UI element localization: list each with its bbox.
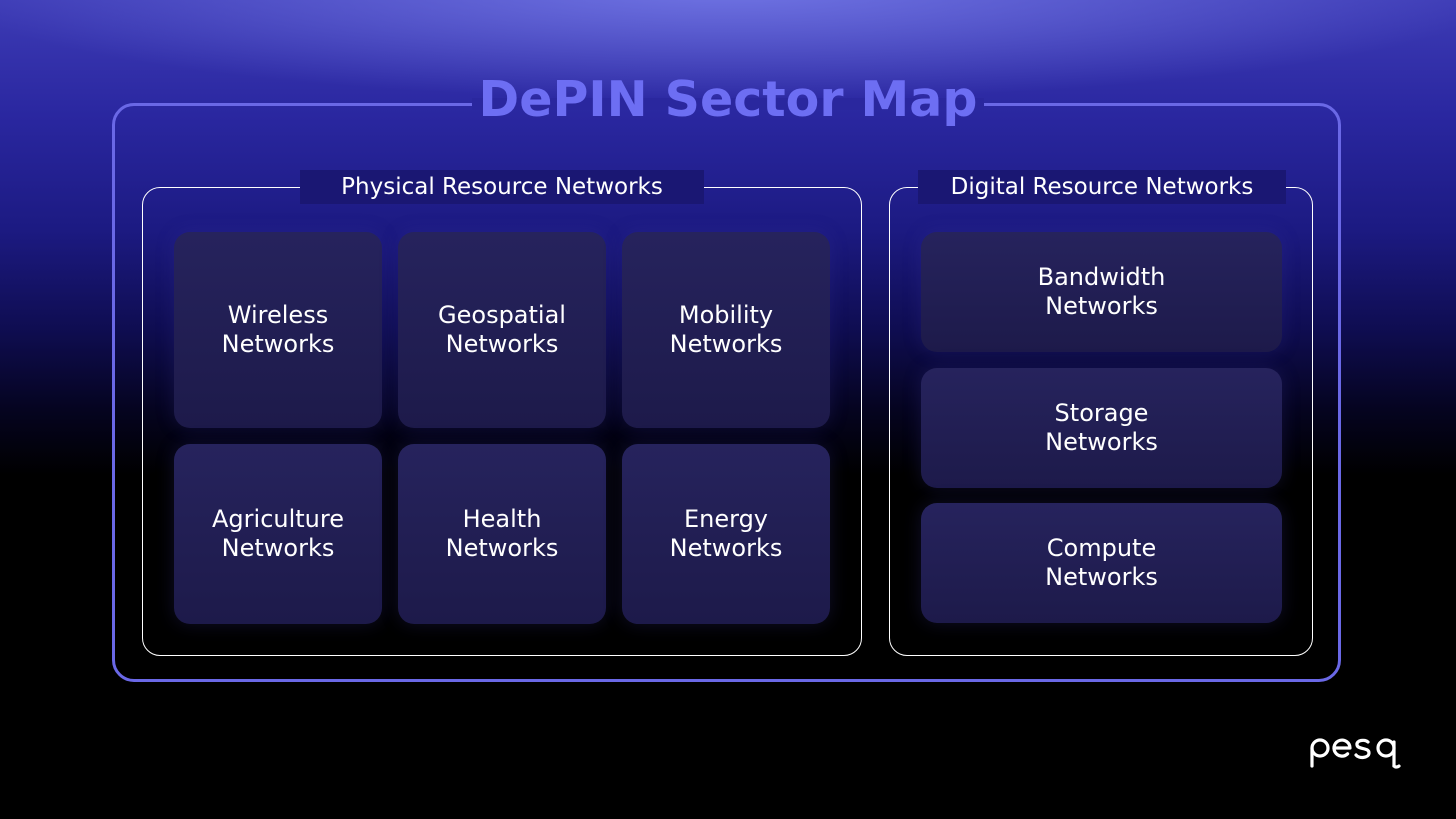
tile-wireless-networks: Wireless Networks [174, 232, 382, 428]
page-title: DePIN Sector Map [478, 71, 978, 128]
tile-energy-networks: Energy Networks [622, 444, 830, 624]
brand-logo [1310, 738, 1401, 769]
tile-label: Energy Networks [669, 505, 783, 562]
physical-section-title: Physical Resource Networks [300, 170, 704, 204]
tile-bandwidth-networks: Bandwidth Networks [921, 232, 1282, 352]
tile-compute-networks: Compute Networks [921, 503, 1282, 623]
tile-agriculture-networks: Agriculture Networks [174, 444, 382, 624]
tile-label: Agriculture Networks [212, 505, 344, 562]
digital-section-title: Digital Resource Networks [918, 170, 1286, 204]
tile-label: Storage Networks [1045, 399, 1158, 456]
tile-health-networks: Health Networks [398, 444, 606, 624]
title-gap [472, 98, 984, 110]
tile-label: Compute Networks [1045, 534, 1158, 591]
tile-label: Health Networks [445, 505, 559, 562]
tile-geospatial-networks: Geospatial Networks [398, 232, 606, 428]
tile-label: Geospatial Networks [438, 301, 566, 358]
tile-label: Mobility Networks [669, 301, 783, 358]
tile-label: Wireless Networks [221, 301, 335, 358]
tile-label: Bandwidth Networks [1037, 263, 1166, 320]
tile-storage-networks: Storage Networks [921, 368, 1282, 488]
tile-mobility-networks: Mobility Networks [622, 232, 830, 428]
